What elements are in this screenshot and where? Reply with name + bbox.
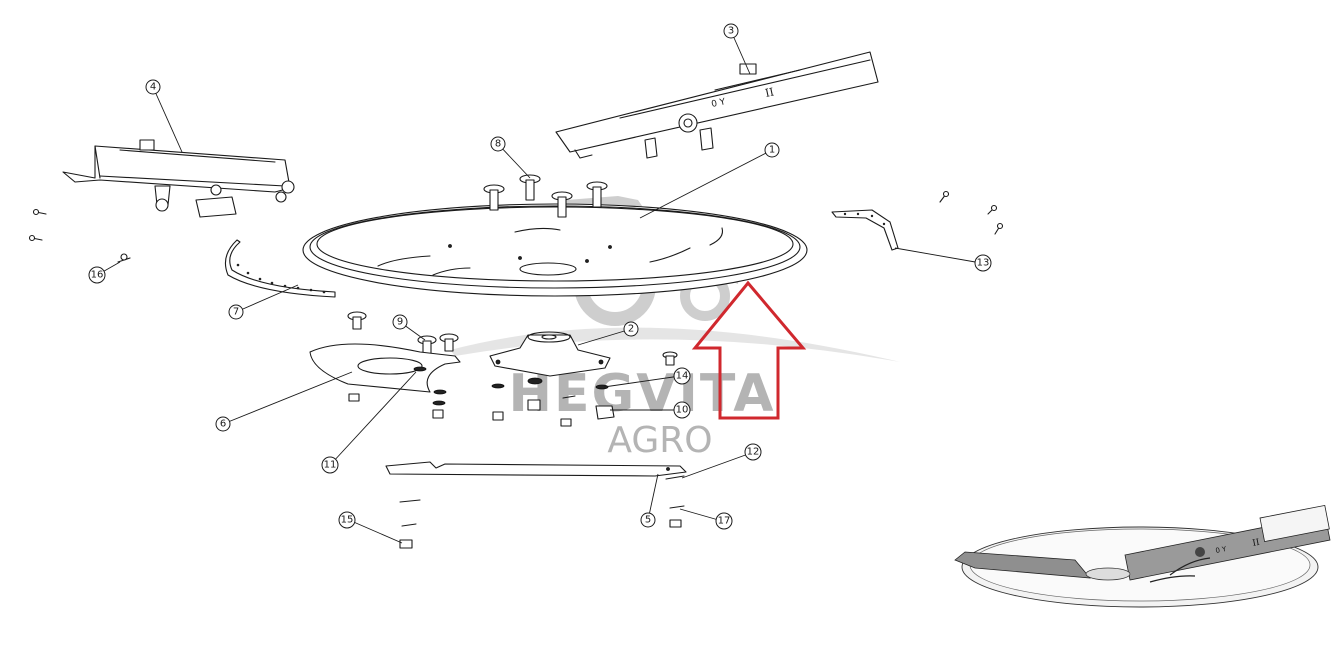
up-arrow-outline-icon — [691, 280, 807, 420]
svg-text:3: 3 — [728, 26, 734, 37]
callout-14: 14 — [673, 367, 691, 385]
svg-text:4: 4 — [150, 82, 156, 93]
part3-roman-mark: II — [764, 85, 775, 100]
callout-10: 10 — [673, 401, 691, 419]
part-disc — [302, 203, 808, 297]
part-curved-strip — [224, 239, 336, 298]
part-left-arm — [62, 139, 295, 218]
svg-text:16: 16 — [91, 270, 104, 281]
part-right-arm: 0 Y II — [555, 51, 879, 159]
watermark-brand-line2: AGRO — [607, 420, 712, 461]
svg-text:7: 7 — [233, 307, 239, 318]
part-hub — [489, 331, 611, 377]
preview-code-mark: 0 Y — [1215, 545, 1228, 555]
svg-text:10: 10 — [676, 405, 689, 416]
callout-7: 7 — [228, 304, 244, 320]
callout-15: 15 — [338, 511, 356, 529]
leader-lines — [98, 30, 982, 544]
svg-text:12: 12 — [747, 447, 760, 458]
part-knife-plate — [309, 343, 461, 393]
svg-text:17: 17 — [718, 516, 731, 527]
svg-text:15: 15 — [341, 515, 354, 526]
callout-6: 6 — [215, 416, 231, 432]
svg-text:2: 2 — [628, 324, 634, 335]
svg-text:5: 5 — [645, 515, 651, 526]
part3-code-mark: 0 Y — [711, 97, 727, 110]
callout-11: 11 — [321, 456, 339, 474]
svg-text:13: 13 — [977, 258, 990, 269]
svg-text:6: 6 — [220, 419, 226, 430]
callout-2: 2 — [623, 321, 639, 337]
callout-5: 5 — [640, 512, 656, 528]
callout-4: 4 — [145, 79, 161, 95]
part-knife-bolts — [347, 311, 459, 356]
callouts: 1 2 3 4 5 6 7 8 9 10 11 12 13 14 15 — [88, 23, 992, 530]
part-long-knife — [385, 461, 687, 477]
part-small-pins — [399, 475, 685, 549]
svg-text:11: 11 — [324, 460, 337, 471]
svg-text:8: 8 — [495, 139, 501, 150]
svg-text:9: 9 — [397, 317, 403, 328]
assembled-preview: 0 Y II — [954, 504, 1331, 608]
callout-17: 17 — [715, 512, 733, 530]
part-small-screws — [28, 190, 1004, 263]
callout-12: 12 — [744, 443, 762, 461]
svg-text:1: 1 — [769, 145, 775, 156]
callout-9: 9 — [392, 314, 408, 330]
part-nuts-washers — [348, 351, 678, 427]
part-right-strip — [831, 209, 899, 251]
callout-13: 13 — [974, 254, 992, 272]
svg-text:14: 14 — [676, 371, 689, 382]
part-disc-bolts — [483, 174, 608, 218]
callout-8: 8 — [490, 136, 506, 152]
callout-3: 3 — [723, 23, 739, 39]
callout-1: 1 — [764, 142, 780, 158]
callout-16: 16 — [88, 266, 106, 284]
preview-roman-mark: II — [1252, 538, 1261, 549]
